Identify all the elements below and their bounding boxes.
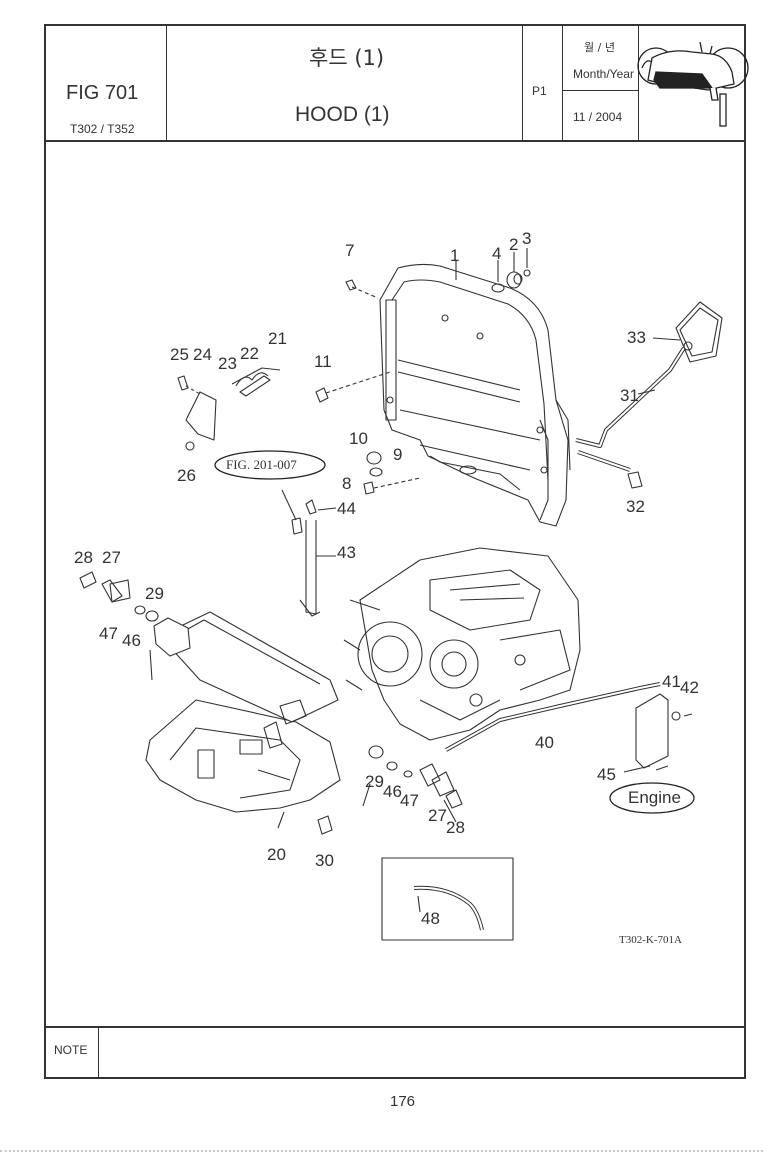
part-label-32: 32 — [626, 497, 645, 516]
part-label-42: 42 — [680, 678, 699, 697]
part-label-11: 11 — [314, 352, 332, 371]
part-label-33: 33 — [627, 328, 646, 347]
part-label-24: 24 — [193, 345, 212, 364]
part-label-46: 46 — [122, 631, 141, 650]
month-year-korean: 월 / 년 — [584, 41, 615, 54]
extra-label-46: 46 — [383, 782, 402, 801]
page-frame — [44, 24, 746, 1079]
part-label-20: 20 — [267, 845, 286, 864]
note-divider — [98, 1026, 99, 1078]
part-label-29: 29 — [145, 584, 164, 603]
extra-label-47: 47 — [400, 791, 419, 810]
header-divider-3 — [562, 24, 563, 141]
part-label-47: 47 — [99, 624, 118, 643]
part-label-21: 21 — [268, 329, 287, 348]
part-label-22: 22 — [240, 344, 259, 363]
part-label-30: 30 — [315, 851, 334, 870]
part-label-7: 7 — [345, 241, 355, 260]
header-date-line — [562, 90, 638, 91]
note-label: NOTE — [54, 1043, 88, 1057]
note-top-line — [44, 1026, 746, 1028]
part-label-1: 1 — [450, 246, 460, 265]
reference-callout: FIG. 201-007 — [226, 457, 297, 472]
part-label-23: 23 — [218, 354, 237, 373]
page-code: P1 — [532, 84, 547, 98]
hood-frame-drawing — [379, 263, 571, 527]
title-korean: 후드 (1) — [309, 46, 385, 70]
part-label-4: 4 — [492, 244, 502, 263]
scan-edge-divider — [0, 1150, 763, 1152]
model-numbers: T302 / T352 — [70, 122, 135, 136]
part-label-26: 26 — [177, 466, 196, 485]
part-label-2: 2 — [509, 235, 519, 254]
part-label-25: 25 — [170, 345, 189, 364]
part-label-28: 28 — [446, 818, 465, 837]
part-label-41: 41 — [662, 672, 681, 691]
engine-block-drawing — [343, 547, 581, 741]
part-label-9: 9 — [393, 445, 403, 464]
engine-callout: Engine — [628, 788, 681, 807]
part-label-44: 44 — [337, 499, 356, 518]
extra-label-28: 28 — [74, 548, 93, 567]
part-label-31: 31 — [620, 386, 639, 405]
issue-date: 11 / 2004 — [573, 110, 623, 124]
part-label-10: 10 — [349, 429, 368, 448]
part-label-27: 27 — [428, 806, 447, 825]
extra-label-29: 29 — [365, 772, 384, 791]
header-divider-1 — [166, 24, 167, 141]
header-bottom-line — [44, 140, 746, 142]
page-number: 176 — [390, 1093, 416, 1110]
title-english: HOOD (1) — [295, 103, 390, 126]
part-label-40: 40 — [535, 733, 554, 752]
part-label-48: 48 — [421, 909, 440, 928]
header-divider-2 — [522, 24, 523, 141]
part-label-43: 43 — [337, 543, 356, 562]
drawing-code: T302-K-701A — [619, 934, 682, 946]
part-label-8: 8 — [342, 474, 352, 493]
part-label-3: 3 — [522, 229, 532, 248]
part-label-45: 45 — [597, 765, 616, 784]
month-year-label: Month/Year — [573, 67, 634, 81]
extra-label-27: 27 — [102, 548, 121, 567]
fig-number: FIG 701 — [66, 82, 139, 104]
